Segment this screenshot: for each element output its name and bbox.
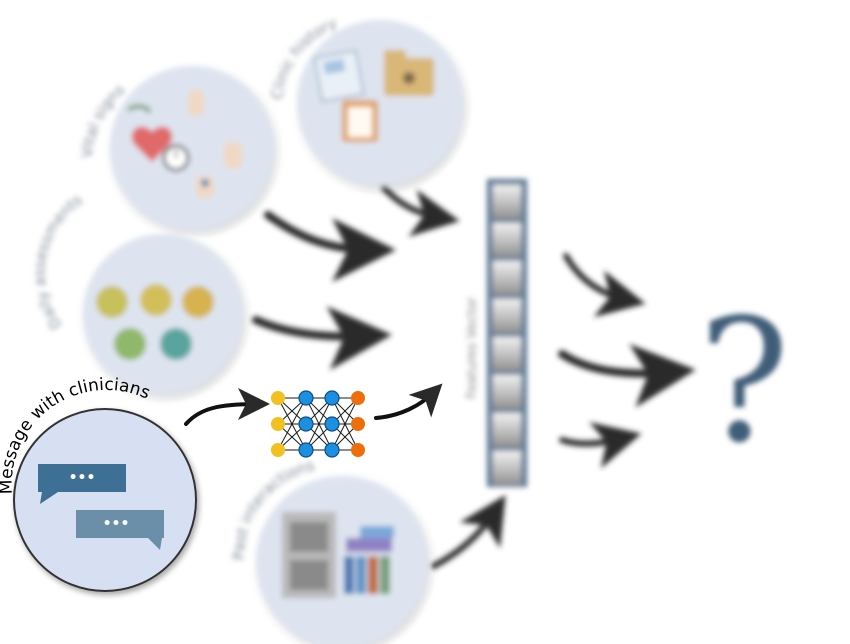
vector-to-output-arrow-top bbox=[563, 253, 646, 318]
message-to-network-arrow bbox=[184, 388, 270, 426]
features-vector-cell bbox=[491, 373, 523, 411]
features-vector-cell bbox=[491, 411, 523, 449]
heart-icon bbox=[126, 104, 173, 162]
chat-bubble-icon: ••• bbox=[38, 464, 126, 504]
documents-icon bbox=[313, 49, 365, 103]
emoji-face-icon bbox=[140, 284, 172, 316]
blurred-arrows bbox=[252, 185, 696, 569]
emoji-face-icon bbox=[182, 286, 214, 318]
daily-assessments-label: Daily assessments bbox=[31, 191, 86, 333]
network-node bbox=[271, 417, 285, 431]
past-interactions-circle bbox=[256, 476, 428, 644]
chat-bubble-dots: ••• bbox=[103, 516, 130, 532]
emoji-face-icon bbox=[160, 328, 192, 360]
vector-to-output-arrow-middle bbox=[558, 343, 696, 408]
network-node bbox=[298, 390, 314, 406]
clipboard-icon bbox=[342, 100, 378, 142]
features-vector-cell bbox=[491, 183, 523, 221]
network-edge bbox=[305, 397, 333, 451]
emoji-face-icon bbox=[96, 286, 128, 318]
features-vector-cell bbox=[491, 259, 523, 297]
network-edge bbox=[331, 397, 359, 451]
binders-icon bbox=[344, 526, 394, 594]
network-node bbox=[324, 390, 340, 406]
thermometer-hand-icon bbox=[188, 90, 242, 198]
chat-bubble-icon: ••• bbox=[76, 510, 164, 550]
network-to-vector-arrow bbox=[374, 383, 443, 420]
features-vector-cell bbox=[491, 221, 523, 259]
network-node bbox=[324, 442, 340, 458]
medical-folder-icon bbox=[384, 50, 434, 96]
network-node bbox=[298, 442, 314, 458]
features-vector-cell bbox=[491, 449, 523, 487]
network-node bbox=[351, 417, 365, 431]
vital-signs-arrow bbox=[264, 211, 396, 282]
chat-bubble-dots: ••• bbox=[69, 470, 96, 486]
features-vector-cell bbox=[491, 335, 523, 373]
daily-assessments-arrow bbox=[252, 306, 392, 371]
network-node bbox=[324, 416, 340, 432]
message-circle bbox=[13, 408, 197, 592]
emoji-face-icon bbox=[114, 328, 146, 360]
past-interactions-node: Past interactions bbox=[230, 456, 428, 644]
vital-signs-circle bbox=[110, 66, 274, 230]
message-with-clinicians-node: Message with clinicians ••• ••• bbox=[0, 375, 197, 592]
features-vector-cell bbox=[491, 297, 523, 335]
network-node bbox=[351, 391, 365, 405]
network-node bbox=[271, 391, 285, 405]
features-vector: Features Vector bbox=[465, 179, 527, 487]
neural-network-icon bbox=[271, 390, 365, 458]
clinic-history-circle bbox=[297, 20, 463, 186]
network-node bbox=[351, 443, 365, 457]
output-question-mark: ? bbox=[698, 283, 789, 481]
clinic-history-node: Clinic history bbox=[268, 14, 463, 186]
blurred-sources: Vital signs Clinic history bbox=[31, 14, 790, 644]
network-node bbox=[271, 443, 285, 457]
vital-signs-node: Vital signs bbox=[78, 66, 274, 230]
stopwatch-icon bbox=[162, 144, 190, 172]
features-vector-label: Features Vector bbox=[465, 297, 480, 399]
vector-to-output-arrow-bottom bbox=[559, 421, 642, 469]
filing-cabinet-icon bbox=[282, 512, 336, 598]
network-edge bbox=[277, 397, 307, 451]
network-node bbox=[298, 416, 314, 432]
past-interactions-arrow bbox=[431, 494, 506, 569]
clinic-history-arrow bbox=[381, 185, 460, 237]
